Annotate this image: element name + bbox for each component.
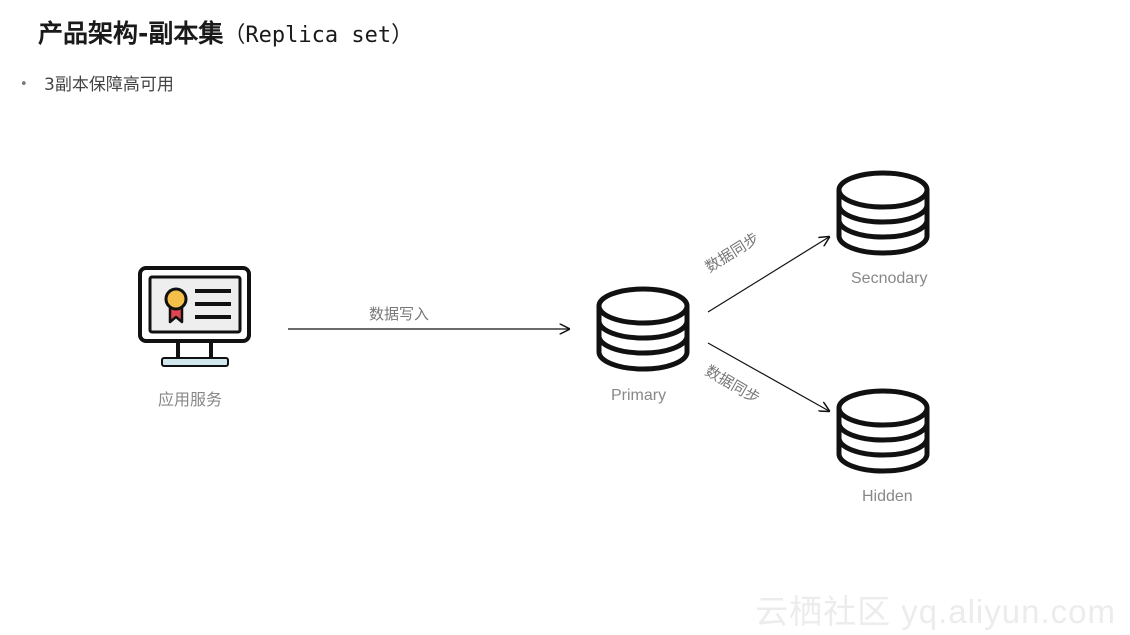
- primary-label: Primary: [611, 387, 667, 404]
- title-english: （Replica set）: [223, 23, 414, 48]
- hidden-database-icon: [836, 388, 930, 474]
- slide-title: 产品架构-副本集（Replica set）: [38, 14, 413, 50]
- app-service-label: 应用服务: [158, 392, 223, 409]
- sync-secondary-arrow: [707, 237, 829, 313]
- sync-hidden-arrow: [707, 342, 829, 411]
- watermark: 云栖社区 yq.aliyun.com: [755, 593, 1116, 630]
- primary-database-icon: [596, 286, 690, 372]
- bullet-item: • 3副本保障高可用: [20, 70, 174, 95]
- certificate-monitor-icon: [138, 266, 251, 367]
- hidden-label: Hidden: [862, 488, 913, 505]
- write-edge-label: 数据写入: [369, 305, 430, 323]
- secondary-label: Secnodary: [851, 270, 928, 287]
- title-chinese: 产品架构-副本集: [38, 19, 224, 48]
- bullet-dot-icon: •: [20, 77, 28, 92]
- bullet-text: 3副本保障高可用: [44, 75, 174, 95]
- secondary-database-icon: [836, 170, 930, 256]
